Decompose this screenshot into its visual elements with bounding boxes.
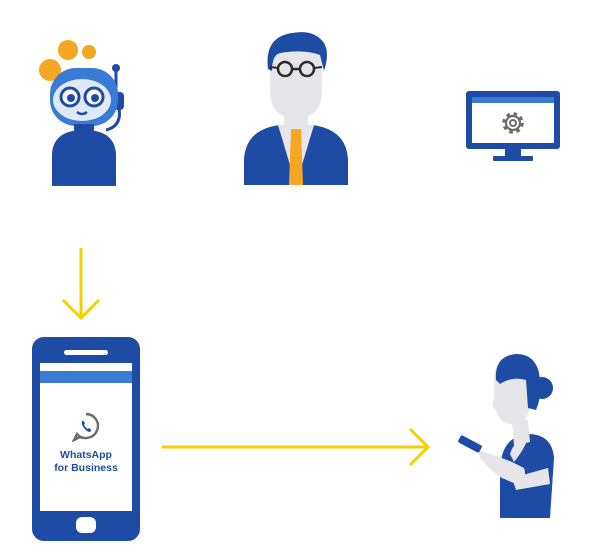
woman-with-phone-icon	[458, 354, 554, 518]
phone-label-line2: for Business	[54, 462, 118, 474]
phone-label-line1: WhatsApp	[60, 449, 112, 461]
robot-icon	[39, 40, 124, 186]
businessman-icon	[244, 32, 348, 185]
smartphone-icon	[32, 337, 140, 541]
arrow-right	[162, 427, 431, 467]
monitor-settings-icon	[466, 91, 560, 161]
whatsapp-icon	[72, 412, 100, 442]
gear-icon	[502, 112, 524, 134]
phone-label: WhatsApp for Business	[40, 449, 132, 475]
arrow-down	[61, 248, 101, 321]
